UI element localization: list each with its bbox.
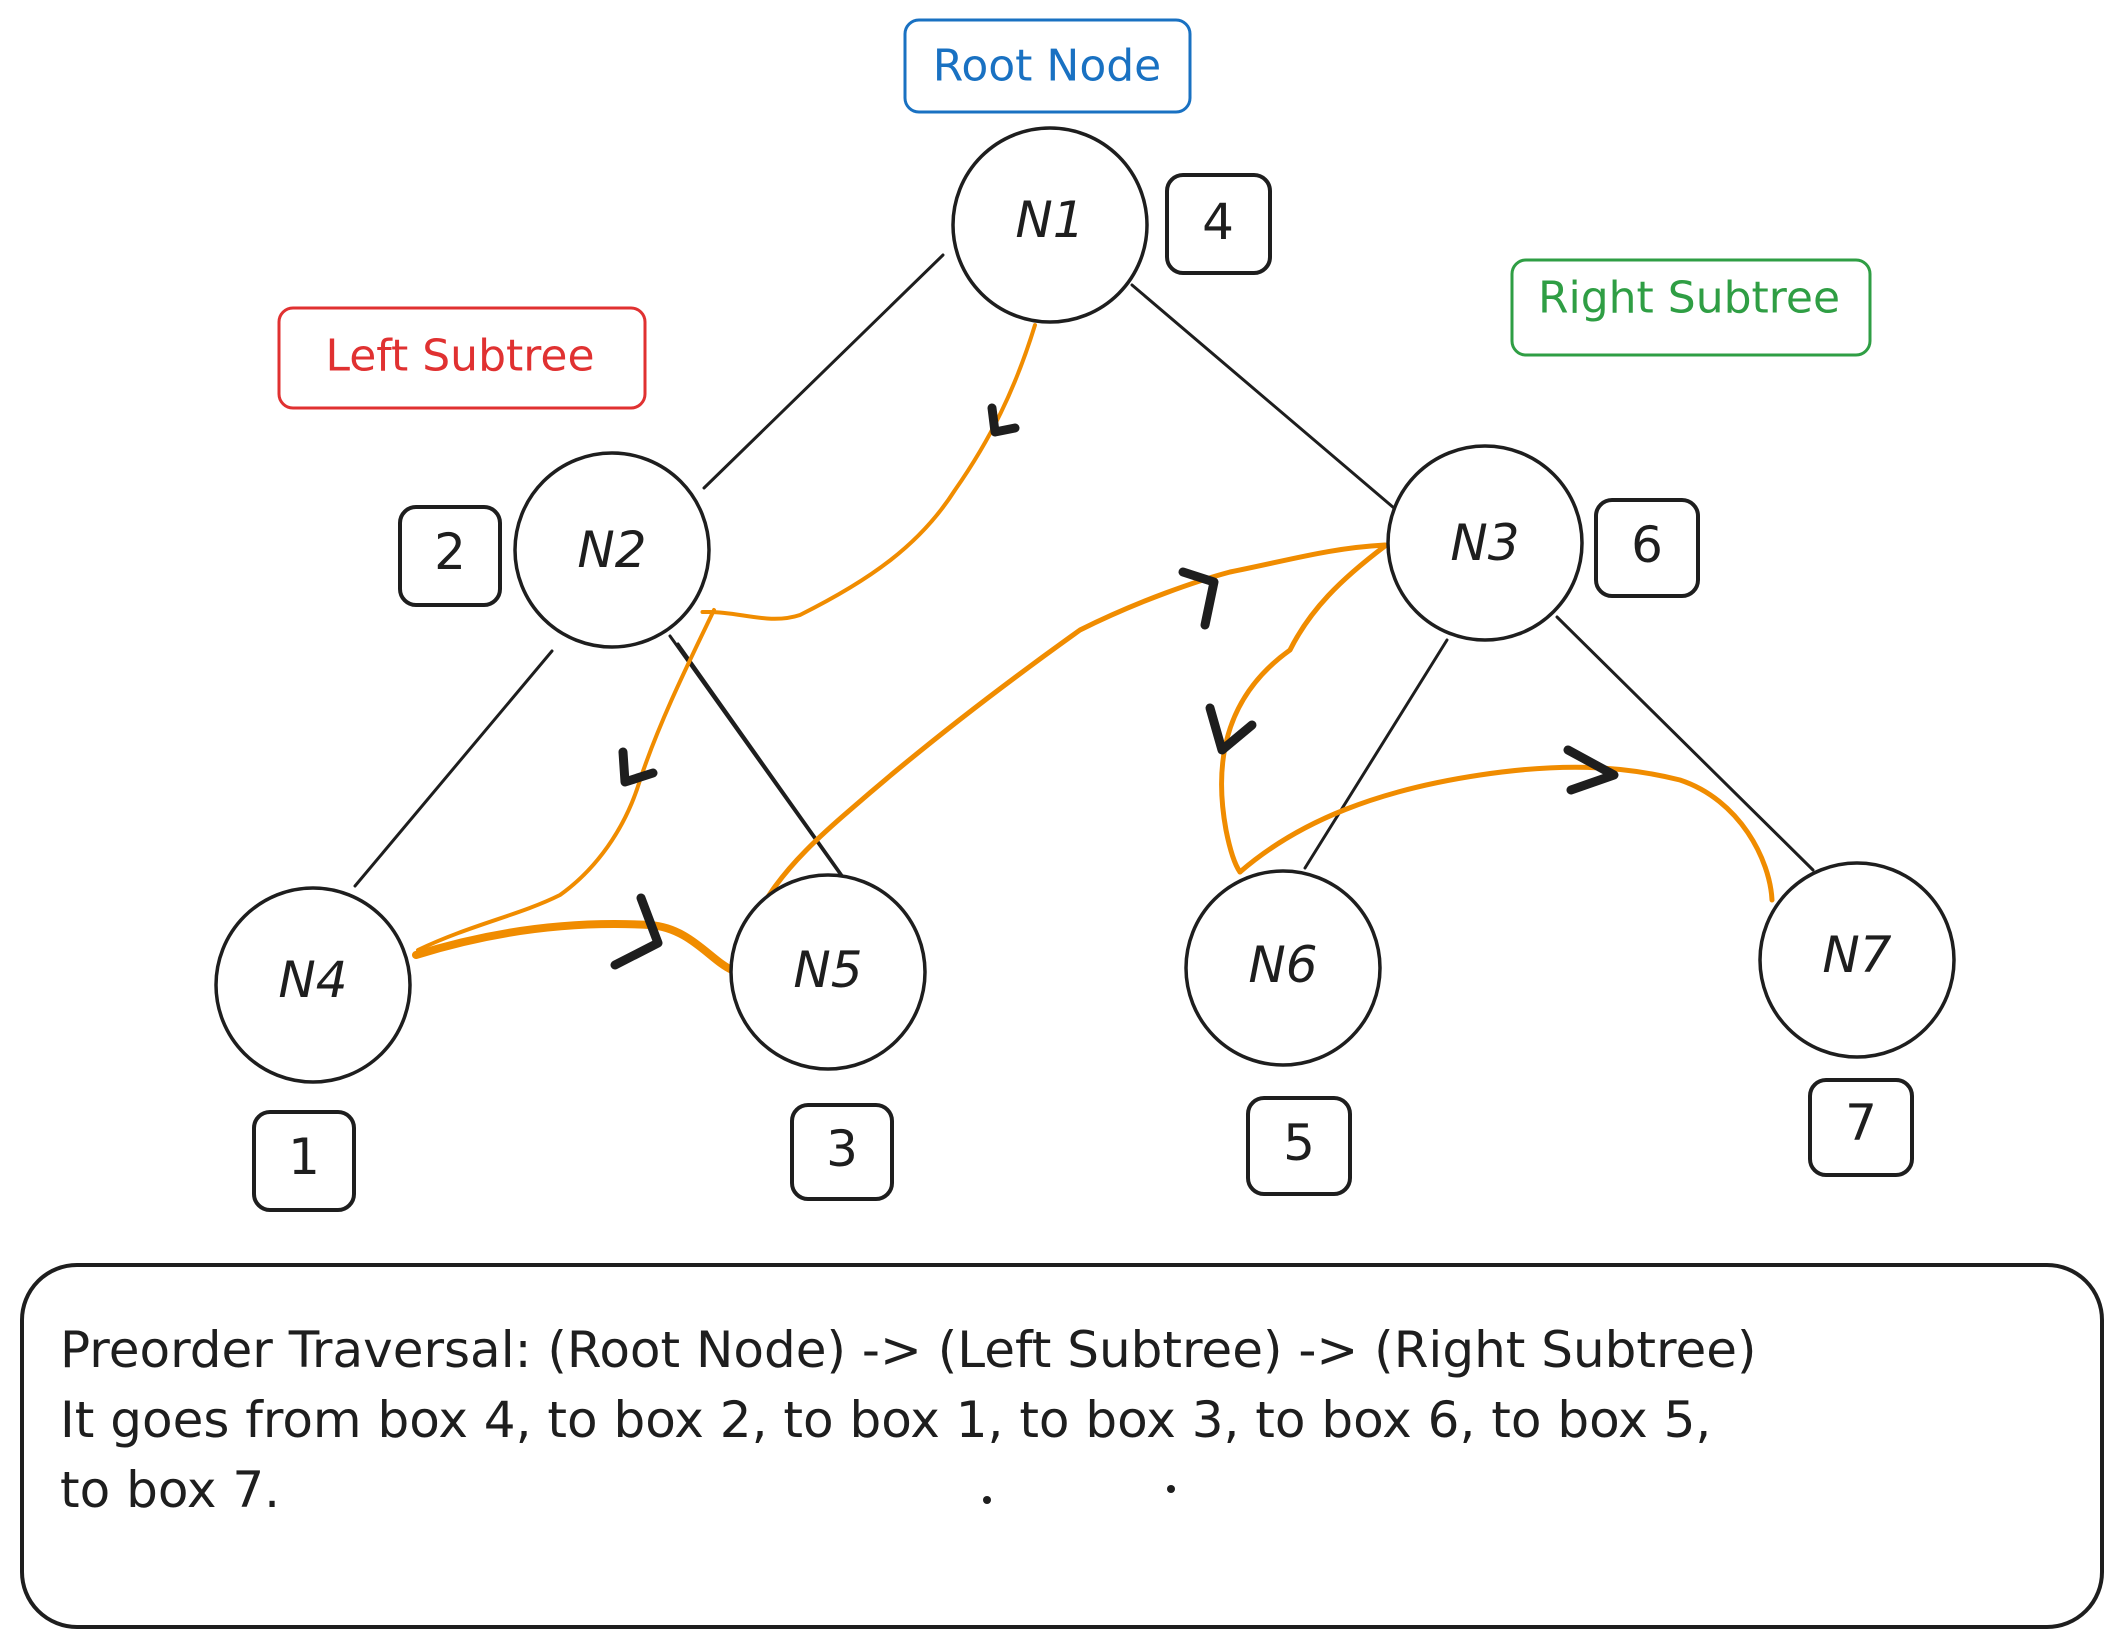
order-box-n7: 7 xyxy=(1808,1078,1914,1177)
tag-right-subtree: Right Subtree xyxy=(1510,258,1872,357)
order-box-n1-label: 4 xyxy=(1202,193,1234,251)
order-box-n6-rect xyxy=(1246,1096,1352,1196)
order-box-n2-rect xyxy=(398,505,502,607)
order-box-n4-rect xyxy=(252,1110,356,1212)
order-box-n3-rect xyxy=(1594,498,1700,598)
edge-n3-n7 xyxy=(1555,615,1815,872)
order-box-n7-rect xyxy=(1808,1078,1914,1177)
node-n2-circle xyxy=(513,451,711,649)
order-box-n3-label: 6 xyxy=(1631,516,1663,574)
arrow-head-n3-n6 xyxy=(1205,703,1257,755)
arrow-head-n5-n3 xyxy=(1178,567,1219,630)
node-n7-label: N7 xyxy=(1822,926,1891,984)
traversal-arrows xyxy=(610,403,1619,970)
node-n5-label: N5 xyxy=(793,941,862,999)
stray-dot-1 xyxy=(983,1496,991,1504)
note-line-3: to box 7. xyxy=(60,1461,280,1519)
node-n4-circle xyxy=(214,886,412,1084)
order-box-n5-label: 3 xyxy=(826,1120,858,1178)
tag-root-node-box xyxy=(903,18,1192,114)
order-box-n4-label: 1 xyxy=(288,1128,320,1186)
node-n1-label: N1 xyxy=(1015,191,1084,249)
path-n2-to-n4 xyxy=(416,608,716,952)
tag-root-node: Root Node xyxy=(903,18,1192,114)
order-box-n4: 1 xyxy=(252,1110,356,1212)
path-n6-to-n7 xyxy=(1237,764,1775,903)
tag-right-subtree-label: Right Subtree xyxy=(1538,273,1840,324)
node-n4: N4 xyxy=(214,886,412,1084)
edge-n3-n6 xyxy=(1303,638,1449,870)
node-n4-label: N4 xyxy=(278,951,347,1009)
node-n7-circle xyxy=(1758,861,1956,1059)
tag-left-subtree-label: Left Subtree xyxy=(325,331,594,382)
note-line-2: It goes from box 4, to box 2, to box 1, … xyxy=(60,1391,1711,1449)
node-n6-label: N6 xyxy=(1248,936,1317,994)
order-box-n6: 5 xyxy=(1246,1096,1352,1196)
arrow-head-n6-n7 xyxy=(1563,745,1619,795)
tag-right-subtree-box xyxy=(1510,258,1872,357)
node-n1-circle xyxy=(951,126,1149,324)
node-n2-label: N2 xyxy=(577,521,646,579)
edge-n2-n4 xyxy=(353,649,554,888)
order-box-n1: 4 xyxy=(1165,173,1272,275)
tag-left-subtree-box xyxy=(277,306,647,410)
node-n6-circle xyxy=(1184,869,1382,1067)
tag-root-node-label: Root Node xyxy=(933,41,1162,92)
edge-n2-n5-double xyxy=(676,642,850,886)
tree-edges xyxy=(353,253,1815,888)
order-box-n6-label: 5 xyxy=(1283,1114,1315,1172)
order-box-n2: 2 xyxy=(398,505,502,607)
node-n7: N7 xyxy=(1758,861,1956,1059)
order-box-n3: 6 xyxy=(1594,498,1700,598)
order-box-n5: 3 xyxy=(790,1103,894,1201)
order-box-n1-rect xyxy=(1165,173,1272,275)
node-n5: N5 xyxy=(729,873,927,1071)
node-n5-circle xyxy=(729,873,927,1071)
edge-n1-n2 xyxy=(702,253,945,490)
stray-dot-2 xyxy=(1167,1485,1175,1493)
path-n5-to-n3 xyxy=(729,542,1388,973)
path-n4-to-n5 xyxy=(412,920,736,974)
node-n3: N3 xyxy=(1386,444,1584,642)
path-n3-to-n6 xyxy=(1219,543,1388,875)
node-n2: N2 xyxy=(513,451,711,649)
edge-n1-n3 xyxy=(1130,283,1396,510)
node-n3-circle xyxy=(1386,444,1584,642)
order-box-n2-label: 2 xyxy=(434,523,466,581)
arrow-head-n2-n4 xyxy=(618,747,658,787)
note-line-1: Preorder Traversal: (Root Node) -> (Left… xyxy=(60,1321,1757,1379)
node-n6: N6 xyxy=(1184,869,1382,1067)
order-box-n7-label: 7 xyxy=(1845,1094,1877,1152)
node-n3-label: N3 xyxy=(1450,514,1519,572)
explanation-note-box xyxy=(20,1263,2104,1629)
traversal-path xyxy=(412,323,1775,974)
tag-left-subtree: Left Subtree xyxy=(277,306,647,410)
arrow-head-n1-n2 xyxy=(987,403,1020,437)
arrow-head-n4-n5 xyxy=(610,893,663,970)
path-n1-to-n2 xyxy=(700,323,1037,621)
order-box-n5-rect xyxy=(790,1103,894,1201)
node-n1: N1 xyxy=(951,126,1149,324)
explanation-note: Preorder Traversal: (Root Node) -> (Left… xyxy=(20,1263,2104,1629)
